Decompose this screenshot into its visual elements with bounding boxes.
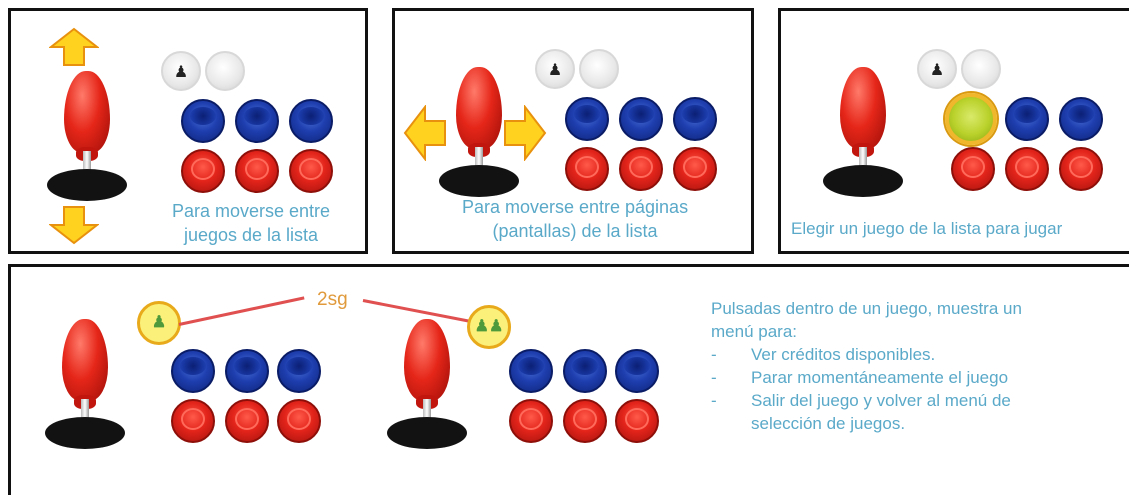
red-button — [563, 399, 607, 443]
timer-label: 2sg — [317, 289, 348, 310]
arrow-down-icon — [49, 206, 99, 245]
panel-move-pages: ♟ Para moverse entre páginas (pantallas)… — [392, 8, 754, 254]
blue-button — [181, 99, 225, 143]
red-button — [225, 399, 269, 443]
red-button — [235, 149, 279, 193]
player-two-button — [205, 51, 245, 91]
red-button — [1005, 147, 1049, 191]
player-one-icon: ♟ — [173, 64, 189, 81]
red-button — [181, 149, 225, 193]
list-item: Parar momentáneamente el juego — [711, 366, 1121, 389]
red-button — [565, 147, 609, 191]
blue-button — [615, 349, 659, 393]
panel-move-games: ♟ Para moverse entre juegos de la lista — [8, 8, 368, 254]
panel-in-game-menu: ♟ 2sg ♟♟ Pulsadas dentro de un juego, mu… — [8, 264, 1129, 495]
blue-button — [563, 349, 607, 393]
red-button — [289, 149, 333, 193]
blue-button — [619, 97, 663, 141]
blue-button — [1005, 97, 1049, 141]
info-list: Ver créditos disponibles. Parar momentán… — [711, 343, 1121, 435]
player-one-icon: ♟ — [547, 62, 563, 79]
list-item: Ver créditos disponibles. — [711, 343, 1121, 366]
red-button — [619, 147, 663, 191]
red-button — [951, 147, 995, 191]
joystick — [387, 319, 467, 449]
player-two-button — [579, 49, 619, 89]
player-two-icon: ♟♟ — [467, 305, 511, 349]
arrow-left-icon — [403, 105, 446, 161]
blue-button — [171, 349, 215, 393]
panel-choose-game: ♟ Elegir un juego de la lista para jugar — [778, 8, 1129, 254]
player-one-icon: ♟ — [929, 62, 945, 79]
red-button — [277, 399, 321, 443]
list-item: Salir del juego y volver al menú de — [711, 389, 1121, 412]
player-one-button: ♟ — [917, 49, 957, 89]
red-button — [1059, 147, 1103, 191]
joystick — [823, 67, 903, 197]
blue-button — [509, 349, 553, 393]
player-one-button: ♟ — [161, 51, 201, 91]
red-button — [171, 399, 215, 443]
blue-button — [289, 99, 333, 143]
select-button-highlighted — [945, 93, 997, 145]
blue-button — [673, 97, 717, 141]
connector-line — [178, 296, 305, 326]
blue-button — [1059, 97, 1103, 141]
joystick — [439, 67, 519, 197]
joystick — [45, 319, 125, 449]
player-two-button — [961, 49, 1001, 89]
panel-caption: Para moverse entre juegos de la lista — [171, 201, 331, 245]
blue-button — [225, 349, 269, 393]
joystick — [47, 71, 127, 201]
menu-info: Pulsadas dentro de un juego, muestra un … — [711, 297, 1121, 435]
info-intro: menú para: — [711, 322, 797, 341]
arrow-up-icon — [49, 27, 99, 66]
info-intro: Pulsadas dentro de un juego, muestra un — [711, 299, 1022, 318]
red-button — [615, 399, 659, 443]
blue-button — [235, 99, 279, 143]
list-item-continuation: selección de juegos. — [751, 414, 906, 433]
panel-caption: Para moverse entre páginas (pantallas) d… — [461, 197, 689, 241]
player-one-button: ♟ — [535, 49, 575, 89]
red-button — [509, 399, 553, 443]
blue-button — [277, 349, 321, 393]
player-one-icon: ♟ — [137, 301, 181, 345]
blue-button — [565, 97, 609, 141]
panel-caption: Elegir un juego de la lista para jugar — [791, 219, 1063, 238]
arrow-right-icon — [504, 105, 547, 161]
red-button — [673, 147, 717, 191]
